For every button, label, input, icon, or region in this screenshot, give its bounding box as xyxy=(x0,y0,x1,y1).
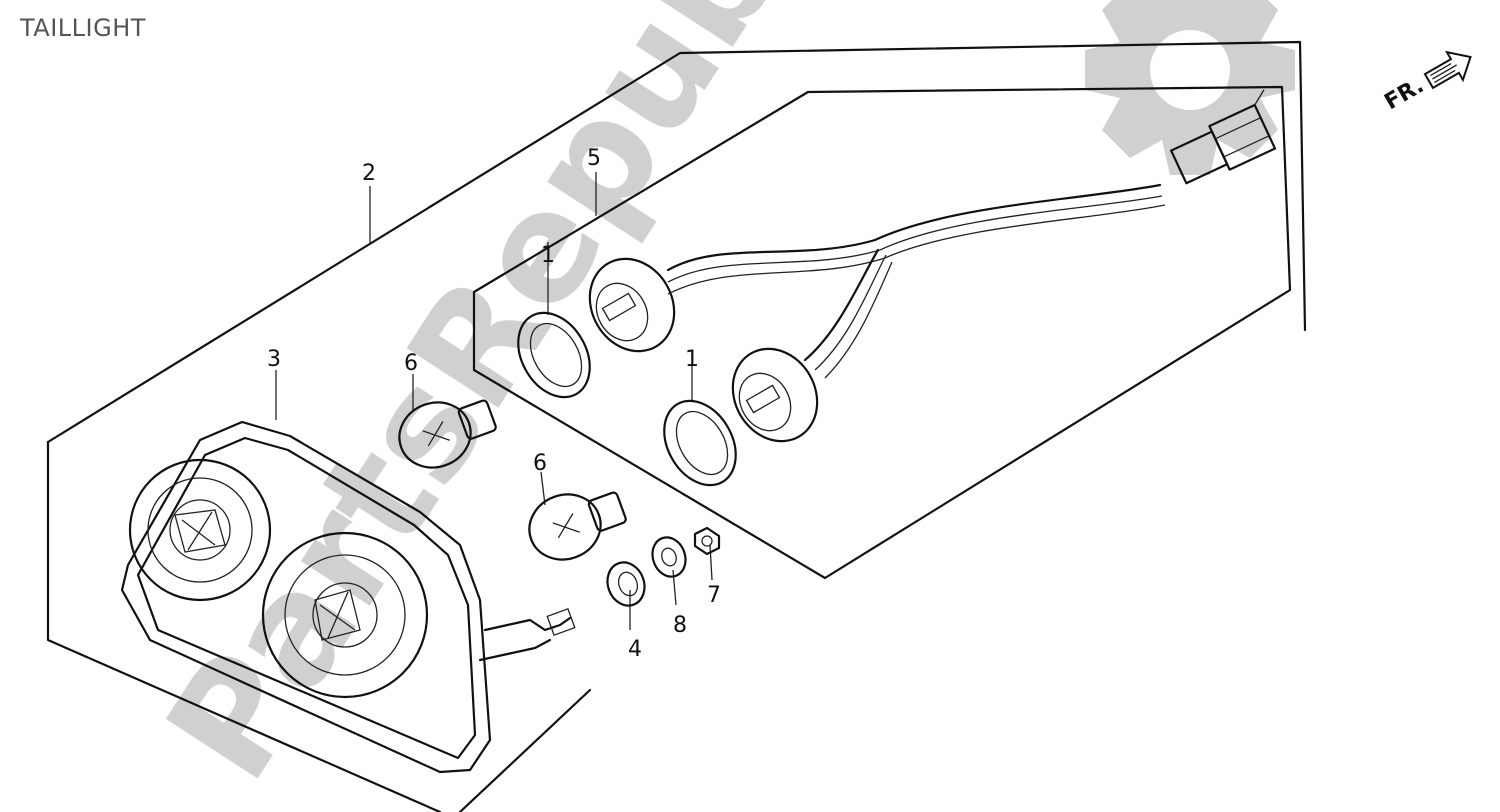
callout-5: 5 xyxy=(587,146,601,171)
callout-6-lower: 6 xyxy=(533,451,547,476)
front-arrow-icon xyxy=(1423,50,1472,90)
assembly-outline-outer-left xyxy=(46,440,442,812)
callout-3: 3 xyxy=(267,347,281,372)
diagram-title: TAILLIGHT xyxy=(20,14,146,42)
socket-upper xyxy=(588,257,676,353)
front-direction-marker: FR. xyxy=(1381,50,1472,115)
assembly-outline-outer-right xyxy=(458,688,592,812)
socket-lower xyxy=(731,347,819,443)
gasket-upper xyxy=(517,311,591,399)
connector-plug xyxy=(1170,89,1277,185)
bulb-upper xyxy=(398,399,497,469)
assembly-outline-outer xyxy=(46,40,1307,444)
callout-7: 7 xyxy=(707,583,721,608)
leader-7 xyxy=(709,544,713,581)
grommet xyxy=(606,561,646,607)
callout-2: 2 xyxy=(362,161,376,186)
bulb-lower xyxy=(528,491,627,561)
callout-1-lower: 1 xyxy=(685,347,699,372)
callout-6-upper: 6 xyxy=(404,351,418,376)
callout-4: 4 xyxy=(628,637,642,662)
watermark-text: PartsRepublik xyxy=(134,0,926,810)
taillight-lens xyxy=(120,420,576,774)
wire-harness xyxy=(666,183,1166,379)
washer xyxy=(651,536,687,578)
leader-6b xyxy=(540,471,546,506)
nut xyxy=(693,526,721,556)
front-direction-label: FR. xyxy=(1381,73,1429,115)
callout-8: 8 xyxy=(673,613,687,638)
gasket-lower xyxy=(663,399,737,487)
callout-1-upper: 1 xyxy=(541,243,555,268)
harness-outline xyxy=(472,85,1292,580)
